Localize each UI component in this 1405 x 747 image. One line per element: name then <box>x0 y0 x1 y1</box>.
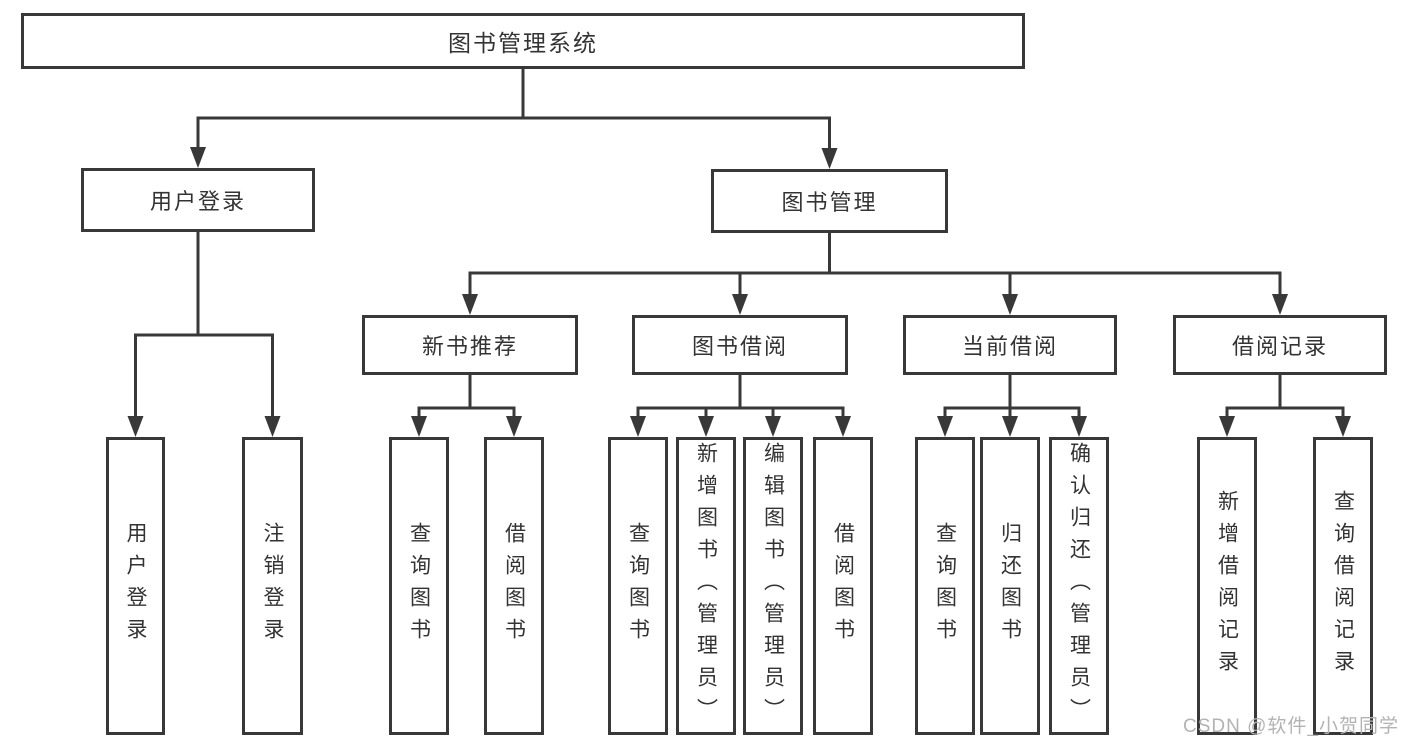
edges-from-root <box>190 69 838 169</box>
node-book-management: 图书管理 <box>711 169 948 233</box>
node-query-borrow-record: 查询借阅记录 <box>1313 437 1373 735</box>
node-borrow-books-recommend: 借阅图书 <box>484 437 544 735</box>
edges-from-login <box>127 232 281 437</box>
node-new-book-recommend: 新书推荐 <box>362 315 578 375</box>
arrowhead-icon <box>835 416 851 437</box>
node-confirm-return-admin: 确认归还（管理员） <box>1049 437 1109 735</box>
arrowhead-icon <box>1219 416 1235 437</box>
edges-from-rec <box>411 375 522 437</box>
arrowhead-icon <box>630 416 646 437</box>
edges-from-bor <box>630 375 851 437</box>
edges-from-recd <box>1219 375 1351 437</box>
arrowhead-icon <box>1002 416 1018 437</box>
node-query-books-current: 查询图书 <box>915 437 975 735</box>
node-return-books: 归还图书 <box>980 437 1040 735</box>
node-borrow-books-borrowing: 借阅图书 <box>813 437 873 735</box>
arrowhead-icon <box>698 416 714 437</box>
node-user-login-action: 用户登录 <box>106 437 165 735</box>
arrowhead-icon <box>127 416 144 437</box>
node-user-login: 用户登录 <box>81 168 315 232</box>
node-current-borrowing: 当前借阅 <box>903 315 1117 375</box>
arrowhead-icon <box>411 416 427 437</box>
arrowhead-icon <box>1071 416 1087 437</box>
node-query-books-recommend: 查询图书 <box>389 437 449 735</box>
arrowhead-icon <box>1335 416 1351 437</box>
node-edit-books-admin: 编辑图书（管理员） <box>743 437 803 735</box>
node-book-borrowing: 图书借阅 <box>632 315 848 375</box>
arrowhead-icon <box>821 148 838 169</box>
arrowhead-icon <box>506 416 522 437</box>
edges-from-mgmt <box>462 233 1288 315</box>
node-logout-action: 注销登录 <box>242 437 303 735</box>
arrowhead-icon <box>937 416 953 437</box>
arrowhead-icon <box>264 416 281 437</box>
node-query-books-borrowing: 查询图书 <box>608 437 668 735</box>
arrowhead-icon <box>732 294 748 315</box>
arrowhead-icon <box>765 416 781 437</box>
arrowhead-icon <box>462 294 478 315</box>
arrowhead-icon <box>1272 294 1288 315</box>
node-library-management-system: 图书管理系统 <box>21 13 1025 69</box>
arrowhead-icon <box>190 147 206 168</box>
node-add-books-admin: 新增图书（管理员） <box>676 437 736 735</box>
edges-from-cur <box>937 375 1087 437</box>
watermark: CSDN @软件_小贺同学 <box>1183 716 1399 737</box>
arrowhead-icon <box>1002 294 1018 315</box>
node-add-borrow-record: 新增借阅记录 <box>1197 437 1257 735</box>
node-borrowing-records: 借阅记录 <box>1173 315 1387 375</box>
